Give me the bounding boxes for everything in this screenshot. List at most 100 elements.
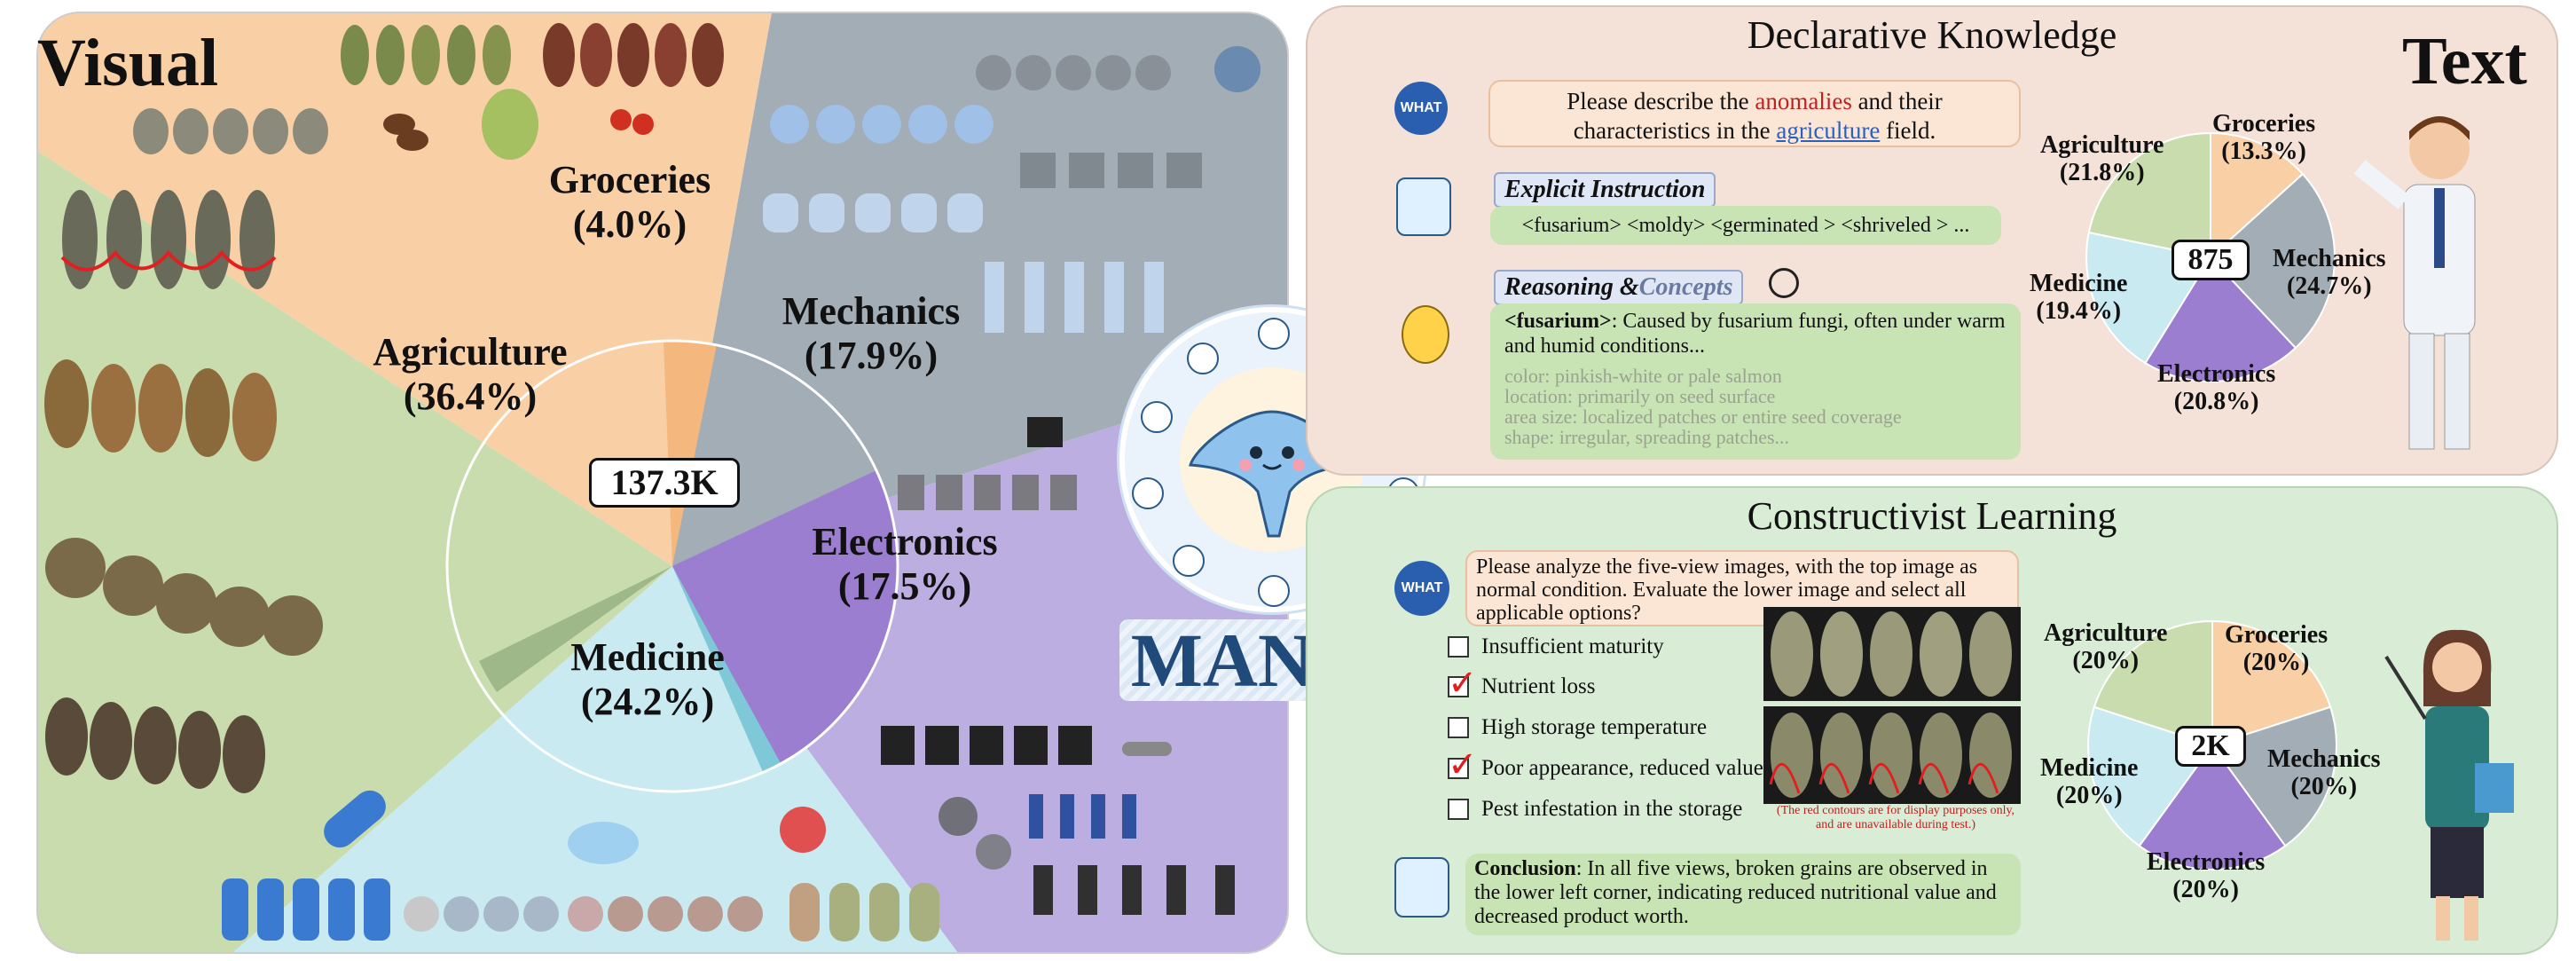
detail-line: shape: irregular, spreading patches... — [1504, 426, 1790, 448]
cons-label-name: Agriculture — [2044, 619, 2168, 647]
ring-icon — [1187, 343, 1219, 374]
groceries-label: Groceries (4.0%) — [506, 158, 754, 247]
decl-label-agriculture: Agriculture(21.8%) — [2040, 131, 2164, 186]
medicine-pct: (24.2%) — [580, 680, 715, 723]
option-row[interactable]: ✓Poor appearance, reduced value — [1448, 747, 1763, 783]
electronics-pct: (17.5%) — [837, 564, 972, 608]
ring-icon — [1173, 545, 1205, 577]
conclusion-text: : In all five views, broken grains are o… — [1474, 857, 1997, 928]
cons-label-groceries: Groceries(20%) — [2225, 621, 2328, 676]
question-post: field. — [1880, 117, 1936, 144]
option-checkbox[interactable] — [1448, 717, 1469, 738]
mechanics-thumbnails — [763, 46, 1261, 333]
teacher-figure — [2353, 116, 2476, 450]
grain-thumbnails — [133, 23, 724, 160]
groceries-inner-slivers — [664, 340, 717, 566]
what-question-icon: WHAT — [1394, 82, 1448, 135]
groceries-name: Groceries — [548, 158, 711, 201]
option-row[interactable]: ✓Nutrient loss — [1448, 666, 1596, 701]
option-checkbox[interactable] — [1448, 636, 1469, 658]
footnote: (The red contours are for display purpos… — [1776, 804, 2015, 831]
conclusion-bubble: Conclusion: In all five views, broken gr… — [1465, 854, 2021, 935]
mechanics-sector — [672, 12, 1288, 566]
what-badge-text: WHAT — [1401, 580, 1443, 595]
option-label: Nutrient loss — [1481, 674, 1596, 698]
decl-slice-electronics — [2144, 256, 2297, 382]
option-row[interactable]: High storage temperature — [1448, 715, 1707, 740]
constructivist-title: Constructivist Learning — [1747, 494, 2117, 538]
ring-icon — [1258, 318, 1290, 350]
reasoning-term: <fusarium> — [1504, 310, 1612, 333]
ring-icon — [1141, 401, 1173, 433]
ring-icon — [1258, 575, 1290, 607]
detail-line: location: primarily on seed surface — [1504, 385, 1776, 407]
electronics-name: Electronics — [812, 520, 998, 563]
what-question-icon: WHAT — [1394, 561, 1449, 616]
option-label: Pest infestation in the storage — [1481, 797, 1743, 821]
electronics-inner-ring — [672, 470, 898, 765]
cons-label-pct: (20%) — [2242, 649, 2310, 676]
option-label: Poor appearance, reduced value — [1481, 756, 1763, 780]
option-label: High storage temperature — [1481, 715, 1708, 739]
detail-line: color: pinkish-white or pale salmon — [1504, 365, 1782, 387]
medicine-sector — [232, 566, 958, 953]
cons-label-pct: (20%) — [2172, 876, 2239, 903]
ring-icon — [1132, 477, 1164, 509]
mechanics-name: Mechanics — [781, 289, 961, 333]
agriculture-inner-slivers — [479, 566, 672, 692]
groceries-pct: (4.0%) — [572, 202, 687, 246]
option-checkbox[interactable]: ✓ — [1448, 747, 1478, 783]
cons-label-medicine: Medicine(20%) — [2040, 754, 2138, 809]
agriculture-pct: (36.4%) — [403, 374, 538, 418]
cons-label-name: Medicine — [2040, 754, 2139, 782]
decl-slice-agriculture — [2087, 131, 2211, 259]
cons-label-name: Electronics — [2147, 848, 2266, 876]
reasoning-text: : Caused by fusarium fungi, often under … — [1504, 310, 2006, 358]
agriculture-label: Agriculture (36.4%) — [328, 330, 612, 419]
groceries-sector — [37, 12, 772, 566]
option-row[interactable]: Pest infestation in the storage — [1448, 797, 1742, 822]
cons-label-mechanics: Mechanics(20%) — [2267, 745, 2381, 800]
decl-label-pct: (19.4%) — [2036, 297, 2122, 325]
medicine-name: Medicine — [570, 635, 725, 679]
cons-slice-electronics — [2138, 744, 2287, 870]
option-checkbox[interactable] — [1448, 799, 1469, 820]
decl-label-pct: (20.8%) — [2173, 388, 2259, 415]
detail-line: area size: localized patches or entire s… — [1504, 406, 1902, 428]
conclusion-label: Conclusion — [1474, 857, 1576, 880]
option-row[interactable]: Insufficient maturity — [1448, 634, 1664, 659]
decl-label-name: Mechanics — [2273, 245, 2386, 272]
check-mark-icon: ✓ — [1448, 744, 1478, 785]
question-mid: and their characteristics in the — [1573, 88, 1943, 144]
option-checkbox[interactable]: ✓ — [1448, 666, 1478, 701]
cons-slice-agriculture — [2093, 619, 2213, 747]
decl-label-name: Electronics — [2157, 360, 2276, 388]
decl-label-pct: (24.7%) — [2286, 272, 2372, 300]
cons-label-pct: (20%) — [2055, 782, 2123, 809]
electronics-thumbnails — [881, 417, 1235, 915]
medicine-inner-slivers — [672, 566, 781, 772]
decl-label-pct: (21.8%) — [2059, 159, 2145, 186]
decl-slice-mechanics — [2209, 172, 2336, 350]
cons-label-agriculture: Agriculture(20%) — [2044, 619, 2167, 674]
decl-label-groceries: Groceries(13.3%) — [2212, 110, 2315, 165]
question-pre: Please describe the — [1567, 88, 1755, 114]
rice-thumbnails — [44, 190, 323, 793]
visual-title: Visual — [37, 26, 219, 100]
mechanics-label: Mechanics (17.9%) — [738, 289, 1004, 378]
option-label: Insufficient maturity — [1481, 634, 1664, 658]
text-title: Text — [2402, 24, 2527, 98]
explicit-instruction-tag: Explicit Instruction — [1494, 172, 1716, 208]
declarative-question: Please describe the anomalies and their … — [1488, 80, 2021, 147]
explicit-instruction-bubble: <fusarium> <moldy> <germinated > <shrive… — [1490, 206, 2001, 245]
sunburst-ring — [445, 339, 899, 793]
electronics-label: Electronics (17.5%) — [772, 520, 1038, 609]
decl-label-electronics: Electronics(20.8%) — [2157, 360, 2275, 415]
cons-slice-groceries — [2211, 619, 2332, 747]
openai-icon — [1769, 268, 1799, 298]
lightbulb-icon — [1402, 305, 1449, 364]
what-badge-text: WHAT — [1400, 100, 1442, 115]
reasoning-bubble: <fusarium>: Caused by fusarium fungi, of… — [1490, 303, 2021, 460]
mechanics-pct: (17.9%) — [804, 334, 939, 377]
